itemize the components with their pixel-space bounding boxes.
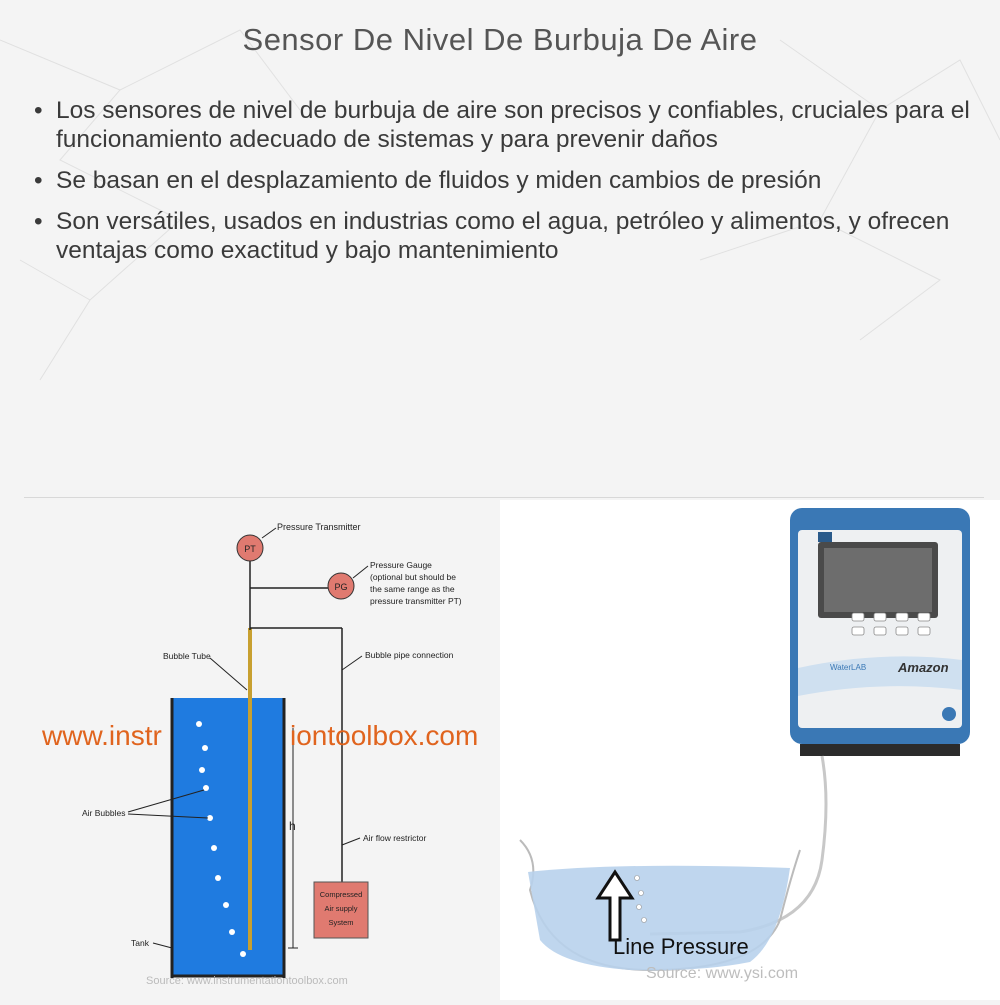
watermark-left: www.instr	[41, 720, 162, 751]
bubbler-diagram-panel: PT PG Pressure Transmitter Pressure Gaug…	[0, 500, 500, 1000]
background-network-lines	[0, 29, 1000, 381]
tank-water-fill	[528, 865, 790, 971]
tube-bubbles	[634, 875, 647, 923]
device-keypad	[851, 612, 931, 636]
line-pressure-label: Line Pressure	[613, 934, 749, 959]
page-title: Sensor De Nivel De Burbuja De Aire	[242, 22, 758, 57]
air-bubbles-label: Air Bubbles	[82, 808, 125, 818]
bullet-text: Se basan en el desplazamiento de fluidos…	[56, 167, 822, 194]
pg-label: PG	[334, 582, 347, 592]
compressed-air-label-2: Air supply	[325, 904, 358, 913]
section-divider	[24, 497, 984, 498]
pressure-transmitter-label: Pressure Transmitter	[277, 522, 361, 532]
compressed-air-label-1: Compressed	[320, 890, 363, 899]
up-arrow-icon	[595, 869, 635, 942]
source-right: Source: www.ysi.com	[646, 965, 798, 982]
device-illustration: WaterLAB Amazon Line Pressure Source: ww…	[500, 500, 1000, 1000]
bullet-dot: •	[34, 97, 43, 124]
pt-label: PT	[244, 544, 256, 554]
bubble-tube-label: Bubble Tube	[163, 651, 211, 661]
pressure-gauge-label-4: pressure transmitter PT)	[370, 596, 462, 606]
ysi-logo-icon	[818, 532, 832, 542]
bullet-item: • Se basan en el desplazamiento de fluid…	[34, 166, 974, 195]
bubble-tube	[248, 628, 252, 950]
h-label: h	[289, 819, 296, 833]
bullet-dot: •	[34, 208, 43, 235]
device-name: Amazon	[897, 660, 949, 675]
compressed-air-label-3: System	[328, 918, 353, 927]
pressure-transmitter-icon	[236, 534, 264, 562]
bubbler-diagram: PT PG Pressure Transmitter Pressure Gaug…	[0, 500, 500, 1000]
device-photo-panel: WaterLAB Amazon Line Pressure Source: ww…	[500, 500, 1000, 1000]
pressure-gauge-icon	[327, 572, 355, 600]
device-sub-label: WaterLAB	[830, 663, 866, 672]
watermark-right: iontoolbox.com	[290, 720, 478, 751]
bullet-dot: •	[34, 167, 43, 194]
tank-label: Tank	[131, 938, 150, 948]
pressure-gauge-label-2: (optional but should be	[370, 572, 456, 582]
bullet-item: • Los sensores de nivel de burbuja de ai…	[34, 96, 974, 154]
source-left: Source: www.instrumentationtoolbox.com	[146, 975, 348, 987]
bubble-pipe-connection-label: Bubble pipe connection	[365, 650, 454, 660]
tank-water	[172, 698, 284, 976]
compressed-air-box	[313, 881, 369, 939]
bullet-list: • Los sensores de nivel de burbuja de ai…	[34, 96, 974, 277]
bullet-text: Son versátiles, usados en industrias com…	[56, 208, 950, 264]
pressure-gauge-label-1: Pressure Gauge	[370, 560, 432, 570]
bullet-item: • Son versátiles, usados en industrias c…	[34, 207, 974, 265]
air-bubbles	[196, 721, 246, 957]
air-flow-restrictor-label: Air flow restrictor	[363, 833, 426, 843]
bullet-text: Los sensores de nivel de burbuja de aire…	[56, 97, 970, 153]
water-drop-icon	[942, 707, 956, 721]
pressure-gauge-label-3: the same range as the	[370, 584, 455, 594]
